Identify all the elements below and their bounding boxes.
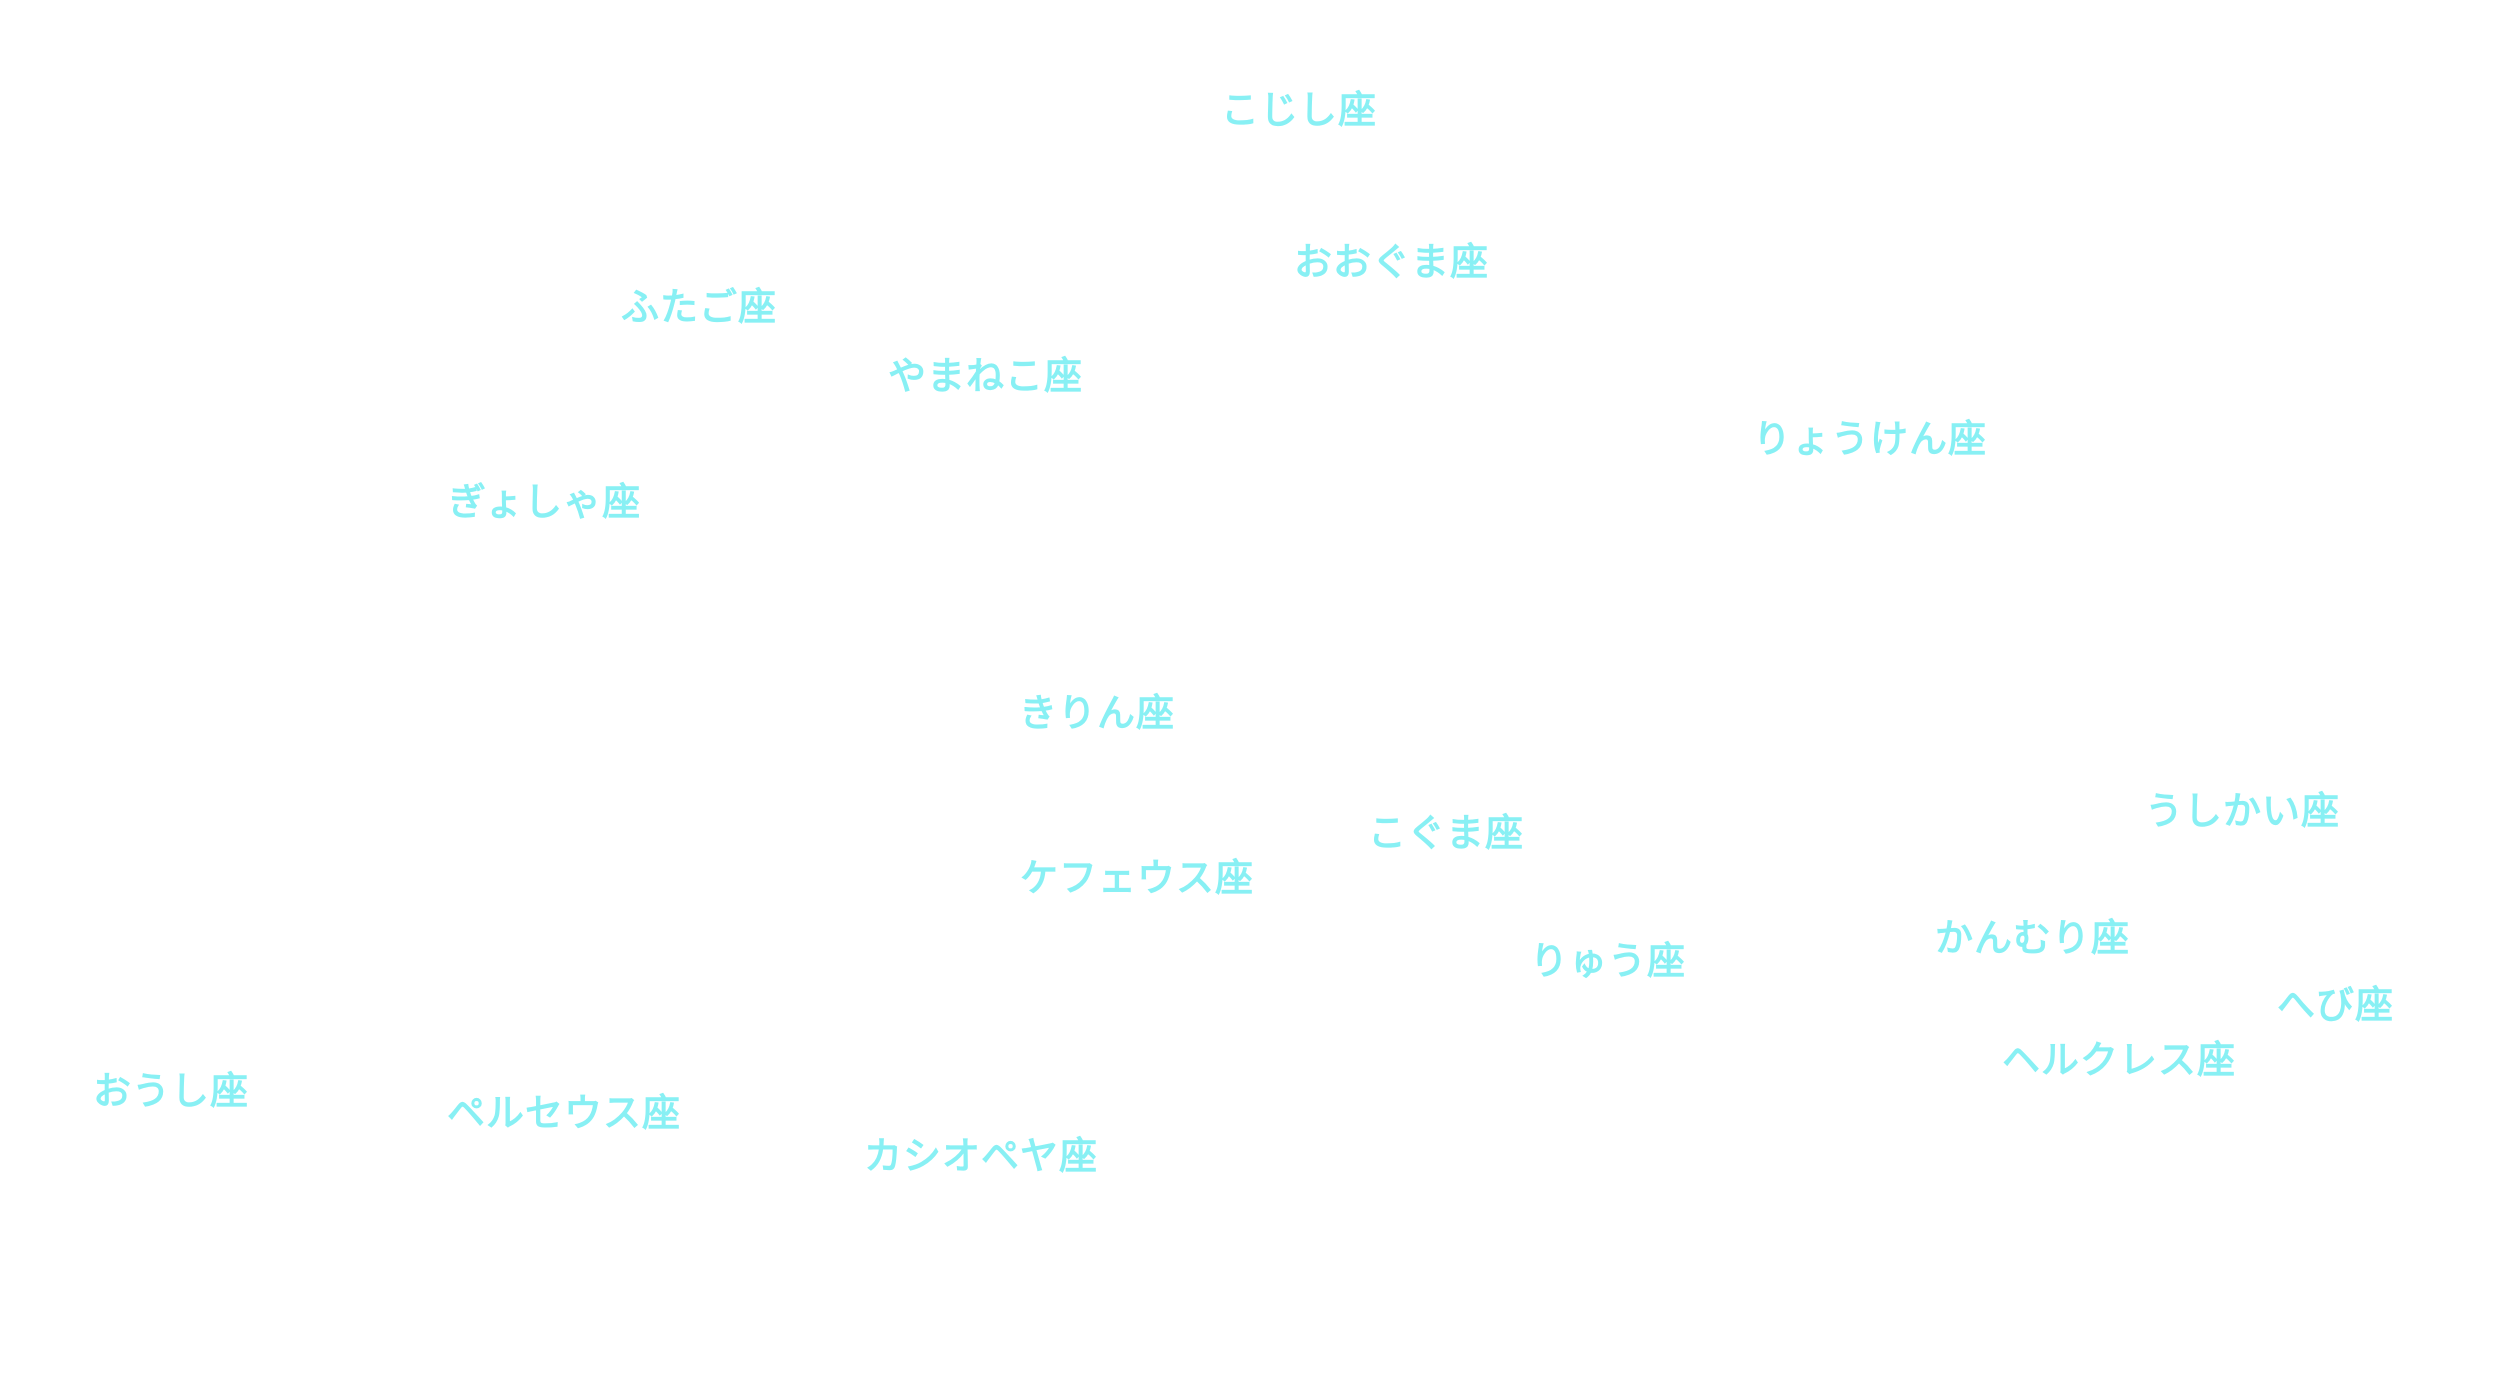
constellation-label-kashiopeya: カシオペヤ座 xyxy=(864,1134,1099,1178)
constellation-label-ushikai: うしかい座 xyxy=(2145,789,2341,833)
constellation-label-futago: ふたご座 xyxy=(621,285,778,329)
constellation-label-ookuma: おおぐま座 xyxy=(1294,240,1490,284)
constellation-label-oushi: おうし座 xyxy=(93,1069,250,1113)
constellation-label-gyosha: ぎょしゃ座 xyxy=(448,480,642,524)
constellation-label-kanmuri: かんむり座 xyxy=(1935,916,2131,960)
constellation-label-koguma: こぐま座 xyxy=(1368,811,1525,855)
constellation-label-kefeusu: ケフェウス座 xyxy=(1020,856,1255,900)
constellation-label-yamaneko: やまねこ座 xyxy=(888,354,1084,398)
constellation-label-koshi: こじし座 xyxy=(1221,88,1378,132)
constellation-label-herukuresu: ヘルクレス座 xyxy=(2002,1038,2237,1082)
constellation-label-hebi: へび座 xyxy=(2277,983,2395,1027)
constellation-label-peruseusu: ペルセウス座 xyxy=(447,1091,682,1135)
constellation-label-kirin: きりん座 xyxy=(1019,691,1176,735)
constellation-label-ryuu: りゅう座 xyxy=(1530,939,1687,983)
constellation-label-ryouken: りょうけん座 xyxy=(1753,417,1988,461)
